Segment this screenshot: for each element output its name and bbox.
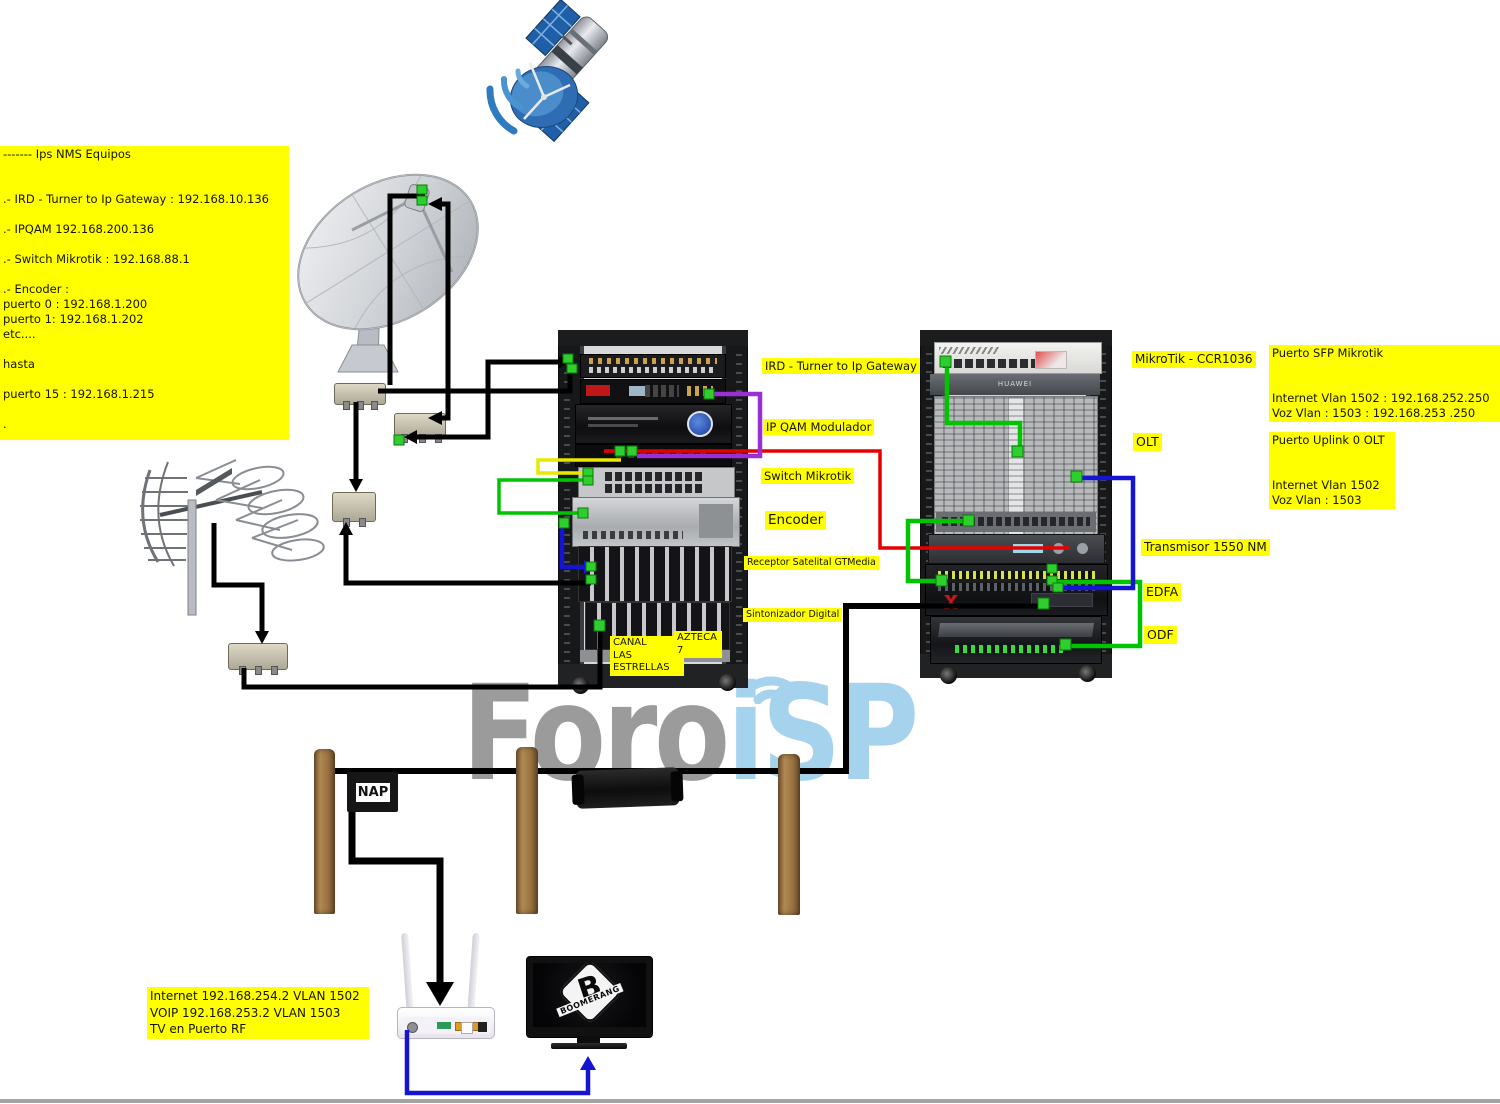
mikrotik-switch-unit [578, 467, 735, 498]
tv-screen: B BOOMERANG [533, 963, 646, 1027]
fiber-splice-closure [575, 767, 680, 809]
label-transmisor-1550: Transmisor 1550 NM [1141, 539, 1270, 556]
splitter-4 [228, 643, 288, 675]
receiver-card-bank [578, 546, 732, 602]
utility-pole-1 [314, 749, 335, 914]
label-encoder: Encoder [765, 511, 827, 530]
tv-stand-base [551, 1043, 627, 1049]
utility-pole-3 [778, 754, 800, 915]
label-switch-mikrotik: Switch Mikrotik [761, 468, 855, 485]
note-nms-ips: ------- Ips NMS Equipos .- IRD - Turner … [0, 146, 289, 440]
label-ird: IRD - Turner to Ip Gateway [762, 358, 920, 375]
note-puerto-sfp: Puerto SFP Mikrotik Internet Vlan 1502 :… [1269, 345, 1500, 422]
label-olt: OLT [1133, 433, 1162, 451]
huawei-olt-panel: HUAWEI [930, 374, 1100, 395]
label-azteca7: AZTECA 7 [674, 631, 722, 658]
odf-unit [930, 616, 1102, 664]
label-ipqam: IP QAM Modulador [763, 419, 875, 436]
tv-set: B BOOMERANG [526, 956, 653, 1038]
onu-antenna-left [401, 932, 414, 1016]
label-edfa: EDFA [1143, 583, 1182, 601]
ccr1036-router-unit [934, 342, 1102, 374]
edfa-unit [925, 564, 1108, 616]
image-bottom-edge [0, 1099, 1500, 1103]
blue-cable-client [404, 1030, 591, 1096]
encoder-unit [572, 497, 740, 547]
onu-router [397, 1007, 495, 1039]
splitter-3 [332, 492, 376, 527]
note-puerto-uplink: Puerto Uplink 0 OLT Internet Vlan 1502 V… [1269, 432, 1395, 509]
transmisor-1550-unit [928, 534, 1105, 564]
onu-coax-port [407, 1022, 418, 1033]
note-cliente-vlans: Internet 192.168.254.2 VLAN 1502 VOIP 19… [147, 987, 369, 1039]
utility-pole-2 [516, 747, 538, 914]
nap-box: NAP [347, 772, 398, 812]
huawei-logo: HUAWEI [997, 380, 1033, 388]
label-sintonizador: Sintonizador Digital [743, 608, 843, 622]
label-receptor-satelital: Receptor Satelital GTMedia [744, 556, 879, 570]
label-canal-estrellas: CANAL LAS ESTRELLAS [610, 636, 684, 676]
satellite-dish-graphic [297, 173, 479, 373]
ird-receiver-unit [580, 379, 726, 404]
label-mikrotik-ccr1036: MikroTik - CCR1036 [1132, 351, 1256, 368]
onu-lan-port [437, 1022, 451, 1029]
label-odf: ODF [1144, 626, 1177, 644]
tv-antenna-graphic [140, 459, 325, 616]
drop-cable [348, 812, 444, 992]
splitter-2way [394, 413, 446, 443]
onu-power-port [478, 1022, 487, 1032]
ipqam-unit [575, 404, 732, 444]
onu-button [461, 1022, 473, 1034]
satellite-icon [486, 0, 609, 143]
nap-label: NAP [356, 783, 390, 802]
splitter-1 [334, 383, 386, 410]
onu-antenna-right [467, 932, 480, 1016]
